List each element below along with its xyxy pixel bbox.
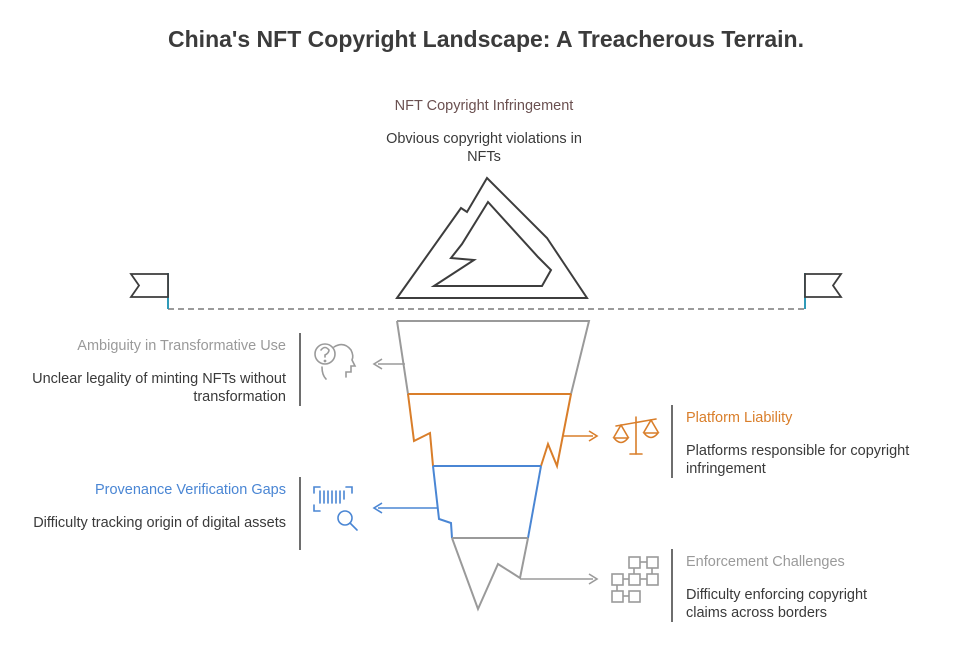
platform-description: Platforms responsible for copyright infr… [686, 443, 910, 477]
provenance-description: Difficulty tracking origin of digital as… [33, 515, 286, 531]
enforcement-heading: Enforcement Challenges [686, 554, 845, 570]
layer-ambiguity [372, 320, 591, 395]
tip-description: Obvious copyright violations in NFTs [386, 131, 582, 165]
page-title: China's NFT Copyright Landscape: A Treac… [168, 26, 804, 52]
flag-left [129, 273, 169, 309]
question-head-icon [314, 343, 357, 380]
ambiguity-description: Unclear legality of minting NFTs without… [32, 371, 286, 405]
iceberg-tip [395, 176, 589, 299]
scales-icon [612, 416, 660, 455]
blocks-network-icon [611, 556, 659, 603]
platform-heading: Platform Liability [686, 410, 793, 426]
layer-provenance [372, 465, 542, 539]
barcode-search-icon [313, 486, 358, 531]
tip-heading: NFT Copyright Infringement [394, 98, 574, 114]
layer-platform [407, 393, 599, 470]
layer-enforcement [451, 537, 599, 612]
provenance-heading: Provenance Verification Gaps [94, 482, 286, 498]
ambiguity-heading: Ambiguity in Transformative Use [77, 338, 286, 354]
flag-right [804, 273, 843, 309]
enforcement-description: Difficulty enforcing copyright claims ac… [686, 587, 868, 621]
